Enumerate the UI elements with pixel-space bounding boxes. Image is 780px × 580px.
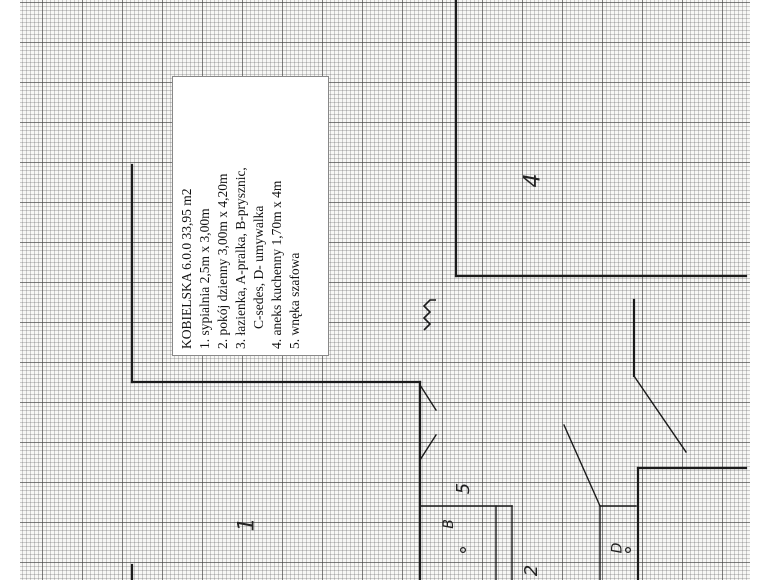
legend-item: 1. sypialnia 2,5m x 3,00m [196, 81, 214, 349]
door-swing [419, 384, 437, 411]
legend-item: 4. aneks kuchenny 1,70m x 4m [268, 81, 286, 349]
legend-item-text: C-sedes, D- umywalka [251, 205, 266, 329]
legend-item-number: 1. [197, 338, 212, 349]
paper-margin-right [750, 0, 780, 580]
room-label-1: 1 [234, 517, 260, 532]
legend-item: C-sedes, D- umywalka [250, 81, 268, 349]
legend-box: KOBIELSKA 6.0.0 33,95 m2 1. sypialnia 2,… [172, 76, 329, 356]
fixture-mark [460, 546, 467, 553]
legend-title: KOBIELSKA 6.0.0 33,95 m2 [179, 188, 194, 349]
door-swing [563, 424, 601, 507]
room-label-5: 5 [453, 482, 475, 495]
legend-item-text: aneks kuchenny 1,70m x 4m [269, 180, 284, 336]
legend-item-text: pokój dzienny 3,00m x 4,20m [215, 173, 230, 336]
legend-item-text: łazienka, A-pralka, B-prysznic, [233, 167, 248, 336]
legend-text: KOBIELSKA 6.0.0 33,95 m2 1. sypialnia 2,… [178, 81, 304, 349]
legend-item: 2. pokój dzienny 3,00m x 4,20m [214, 81, 232, 350]
legend-item-text: wnęka szafowa [287, 252, 302, 336]
legend-item-number: 5. [287, 338, 302, 349]
door-swing [633, 375, 687, 453]
legend-item-text: sypialnia 2,5m x 3,00m [197, 208, 212, 336]
fixture-label-d: D [609, 542, 626, 554]
legend-item-number: 4. [269, 338, 284, 349]
door-swing [419, 434, 437, 461]
legend-item-number: 3. [233, 338, 248, 349]
room-label-2: 2 [521, 564, 543, 577]
legend-item: 3. łazienka, A-pralka, B-prysznic, [232, 81, 250, 349]
legend-item-number: 2. [215, 338, 230, 349]
legend-list: 1. sypialnia 2,5m x 3,00m 2. pokój dzien… [196, 81, 304, 349]
legend-item: 5. wnęka szafowa [286, 81, 304, 349]
paper-margin-left [0, 0, 20, 580]
fixture-label-b: B [440, 519, 457, 529]
room-label-4: 4 [520, 173, 546, 188]
window-mark [422, 299, 436, 331]
fixture-mark [624, 546, 631, 553]
